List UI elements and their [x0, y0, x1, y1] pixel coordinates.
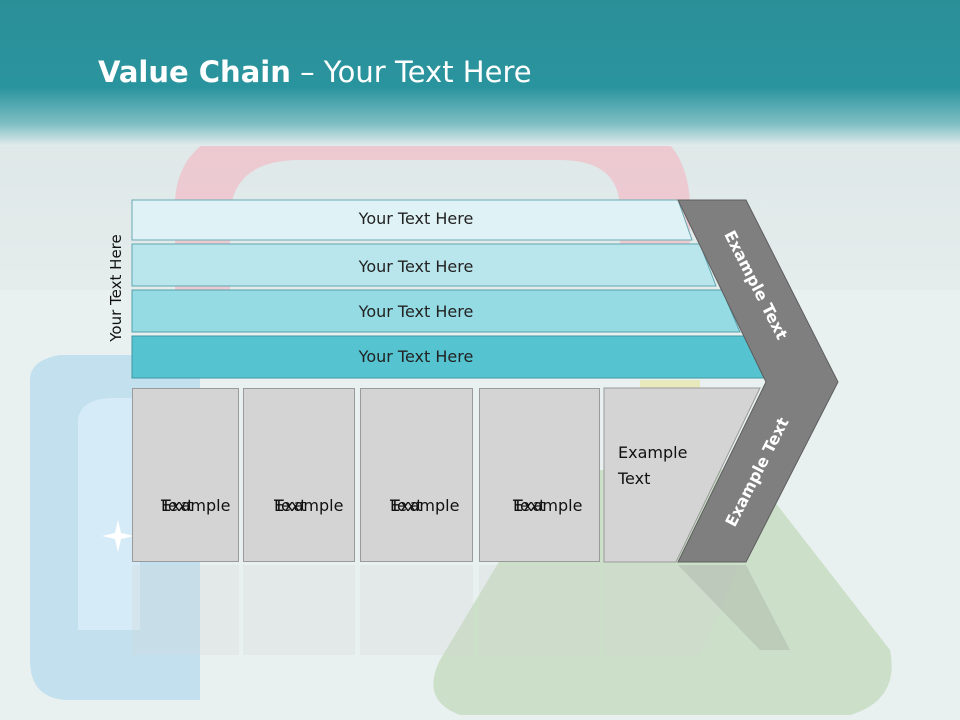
box-5-line1: Example [618, 443, 688, 462]
band-4-label: Your Text Here [358, 347, 474, 366]
box-3-line2: Text [390, 496, 423, 515]
slide-title: Value Chain – Your Text Here [98, 55, 532, 89]
band-1-label: Your Text Here [358, 209, 474, 228]
band-2-shape [131, 243, 717, 287]
box-1-line1: Example [161, 496, 231, 515]
band-3-shape [131, 289, 741, 333]
box-2-line2: Text [274, 496, 307, 515]
chevron-shape [677, 199, 839, 563]
title-rest: – Your Text Here [290, 55, 532, 89]
box-5-line2: Text [618, 469, 651, 488]
box-1-line2: Text [161, 496, 194, 515]
box-5-shape [603, 387, 761, 563]
band-3-label: Your Text Here [358, 302, 474, 321]
band-1-shape [131, 199, 693, 241]
box-4-line1: Example [513, 496, 583, 515]
title-bold: Value Chain [98, 55, 291, 89]
title-bar [0, 0, 960, 146]
box-3-line1: Example [390, 496, 460, 515]
band-2-label: Your Text Here [358, 257, 474, 276]
box-4-line2: Text [513, 496, 546, 515]
box-2-line1: Example [274, 496, 344, 515]
